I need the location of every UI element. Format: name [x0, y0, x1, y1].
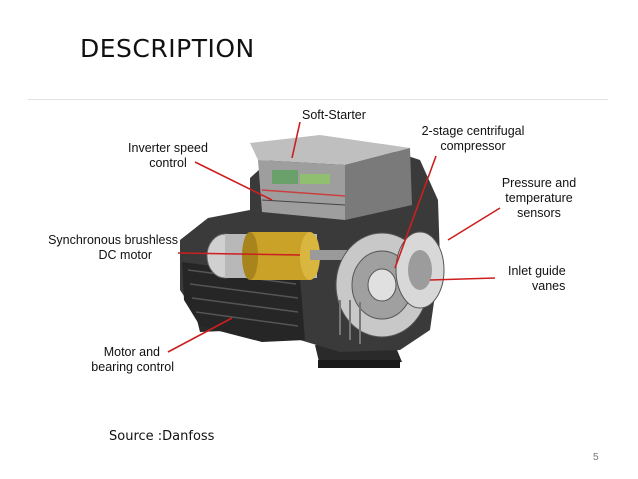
label-pressure-temperature-sensors: Pressure and temperature sensors [501, 176, 577, 220]
label-inlet-guide-vanes: Inlet guide vanes [508, 264, 566, 293]
source-caption: Source :Danfoss [109, 429, 215, 444]
label-synchronous-dc-motor: Synchronous brushless DC motor [48, 233, 178, 262]
leader-compressor [394, 155, 437, 269]
impeller-section [335, 231, 445, 344]
page-number: 5 [593, 452, 599, 463]
leader-inlet [429, 277, 496, 281]
label-inverter-speed-control: Inverter speed control [128, 141, 208, 170]
label-motor-bearing-control: Motor and bearing control [91, 345, 174, 374]
label-centrifugal-compressor: 2-stage centrifugal compressor [421, 124, 525, 153]
leader-motor [177, 252, 301, 256]
slide-title: DESCRIPTION [80, 34, 255, 63]
title-divider [28, 99, 608, 100]
leader-inverter [194, 161, 273, 201]
leader-lines [167, 121, 501, 353]
motor-rotor [206, 232, 355, 280]
label-soft-starter: Soft-Starter [302, 108, 366, 122]
leader-pressure [447, 207, 501, 241]
leader-bearing [167, 317, 233, 353]
soft-starter-box [250, 135, 412, 220]
leader-soft-starter [291, 121, 301, 159]
